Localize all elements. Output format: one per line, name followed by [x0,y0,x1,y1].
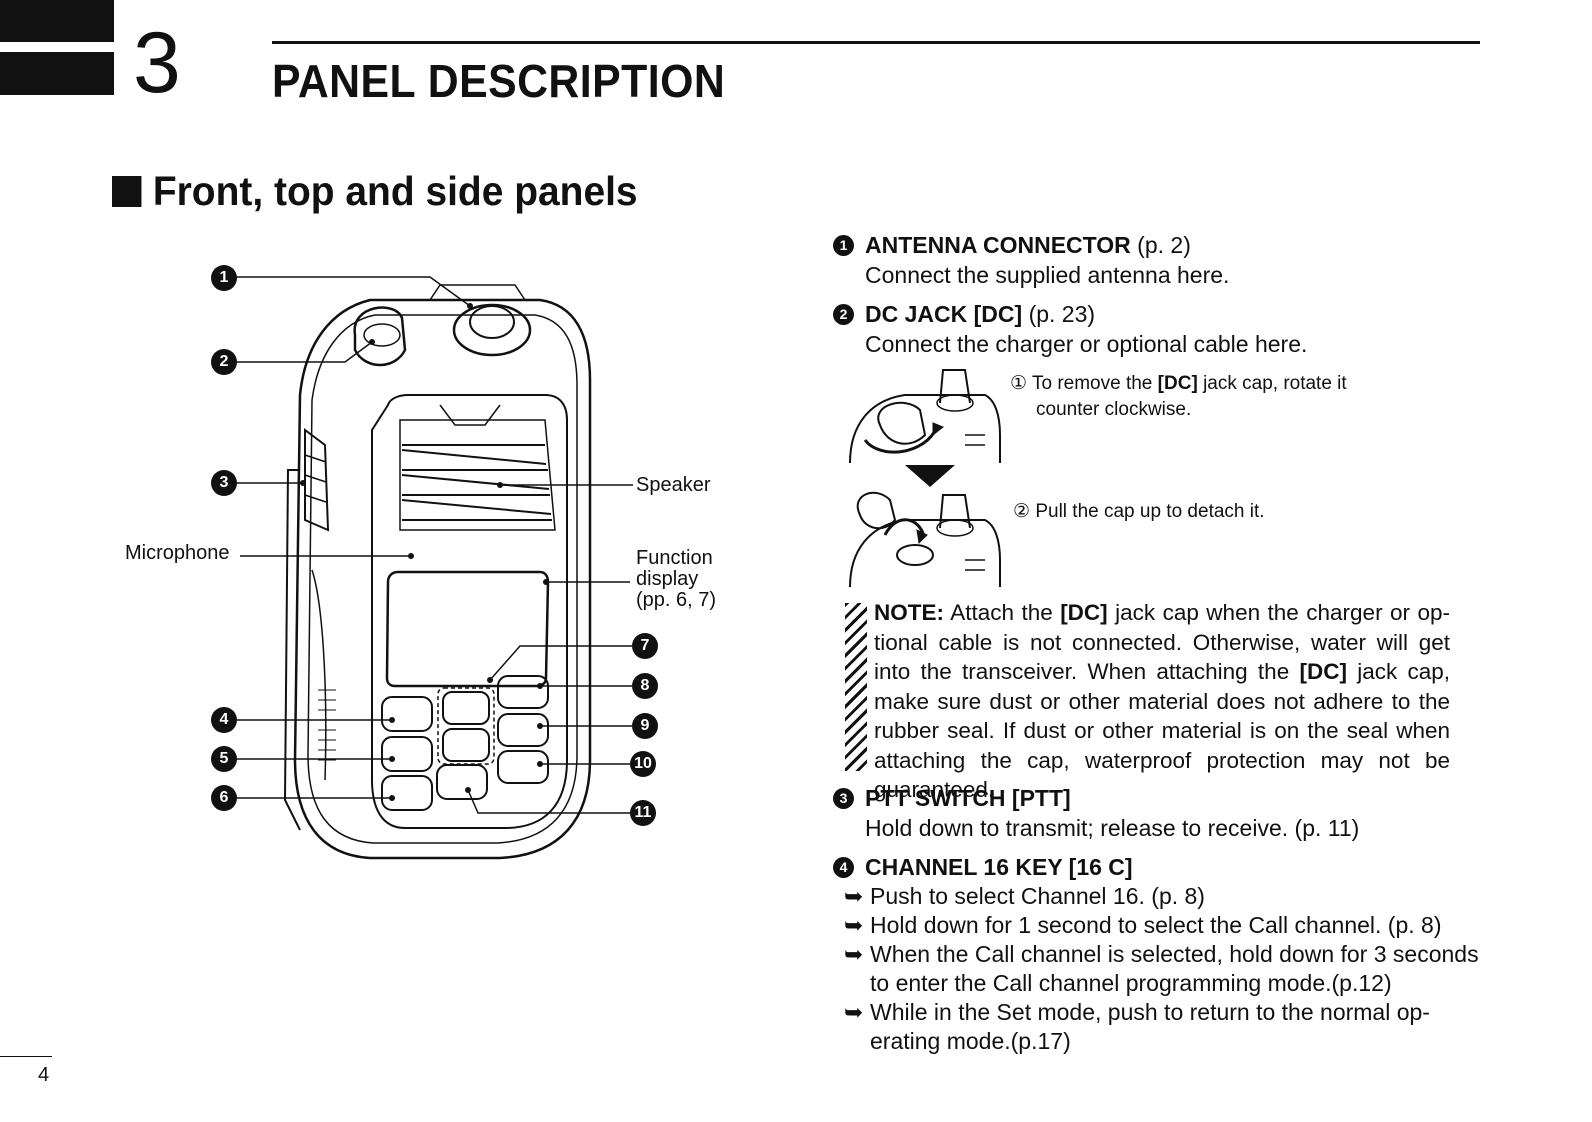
note-bold: [DC] [1060,600,1108,625]
ch16-bullet-2: ➥Hold down for 1 second to select the Ca… [844,912,1442,939]
note-block: NOTE: Attach the [DC] jack cap when the … [874,598,1450,805]
item-name: DC JACK [DC] [865,301,1023,327]
ch16-bullet-4-cont: erating mode.(p.17) [870,1028,1071,1054]
header-rule [272,41,1480,44]
item-number: 2 [833,304,854,325]
item-name: CHANNEL 16 KEY [16 C] [865,854,1133,880]
step-text: Pull the cap up to detach it. [1035,501,1265,522]
callout-1: 1 [211,265,237,291]
bullet-text: Hold down for 1 second to select the Cal… [870,912,1442,938]
label-function-display-3: (pp. 6, 7) [636,589,717,611]
footer-rule [0,1056,52,1057]
dc-step-2: ② Pull the cap up to detach it. [1013,499,1265,525]
ch16-bullet-4: ➥While in the Set mode, push to return t… [844,999,1430,1026]
ch16-bullet-3: ➥When the Call channel is selected, hold… [844,941,1479,968]
note-hatch-bar [845,603,867,771]
note-text: jack cap, make sure dust or other materi… [874,659,1450,802]
callout-7: 7 [632,633,658,659]
label-microphone: Microphone [125,542,230,564]
note-bold: [DC] [1299,659,1347,684]
callout-8: 8 [632,673,658,699]
bullet-text: When the Call channel is selected, hold … [870,941,1479,967]
label-function-display-2: display [636,568,699,590]
step-text: To remove the [1031,373,1153,394]
item-ref: (p. 2) [1137,232,1191,258]
chapter-number: 3 [133,15,181,111]
item-heading: ANTENNA CONNECTOR (p. 2) [865,232,1191,259]
item-desc: Hold down to transmit; release to receiv… [865,815,1360,841]
square-bullet-icon [112,176,142,207]
arrow-icon: ➥ [844,883,864,909]
callout-4: 4 [211,707,237,733]
callout-9: 9 [632,713,658,739]
dc-step-1-line-2: counter clockwise. [1036,399,1192,420]
step-marker-1: ① [1010,373,1028,394]
ch16-bullet-1: ➥Push to select Channel 16. (p. 8) [844,883,1205,910]
chapter-tab-lower [0,52,114,95]
item-number: 4 [833,857,854,878]
item-heading: CHANNEL 16 KEY [16 C] [865,854,1133,881]
arrow-icon: ➥ [844,912,864,938]
callout-10: 10 [630,751,656,777]
label-speaker: Speaker [636,474,711,496]
note-label: NOTE: [874,600,944,625]
note-text: Attach the [950,600,1053,625]
step-bold: [DC] [1157,373,1198,394]
step-text: jack cap, rotate it [1203,373,1347,394]
bullet-text: While in the Set mode, push to return to… [870,999,1430,1025]
chapter-tab-upper [0,0,114,42]
arrow-icon: ➥ [844,999,864,1025]
item-number: 3 [833,788,854,809]
section-heading: Front, top and side panels [112,168,638,215]
item-heading: PTT SWITCH [PTT] [865,785,1071,812]
item-number: 1 [833,235,854,256]
step-marker-2: ② [1013,501,1031,522]
radio-illustration [236,276,633,860]
arrow-icon: ➥ [844,941,864,967]
dc-jack-cap-illustration [849,369,1001,588]
ch16-bullet-3-cont: to enter the Call channel programming mo… [870,970,1392,996]
item-desc: Connect the charger or optional cable he… [865,331,1308,357]
section-title: Front, top and side panels [152,168,638,214]
callout-3: 3 [211,470,237,496]
page-number: 4 [38,1064,50,1086]
dc-step-1-line-1: ① To remove the [DC] jack cap, rotate it [1010,371,1347,397]
item-name: ANTENNA CONNECTOR [865,232,1131,258]
callout-6: 6 [211,785,237,811]
item-ref: (p. 23) [1028,301,1096,327]
label-function-display-1: Function [636,547,713,569]
callout-11: 11 [630,800,656,826]
callout-5: 5 [211,746,237,772]
chapter-title: PANEL DESCRIPTION [272,55,726,107]
item-desc: Connect the supplied antenna here. [865,262,1230,288]
bullet-text: Push to select Channel 16. (p. 8) [870,883,1205,909]
item-name: PTT SWITCH [PTT] [865,785,1071,811]
note-text: jack cap when the charger or op-tional c… [874,600,1450,684]
item-heading: DC JACK [DC] (p. 23) [865,301,1095,328]
callout-2: 2 [211,349,237,375]
